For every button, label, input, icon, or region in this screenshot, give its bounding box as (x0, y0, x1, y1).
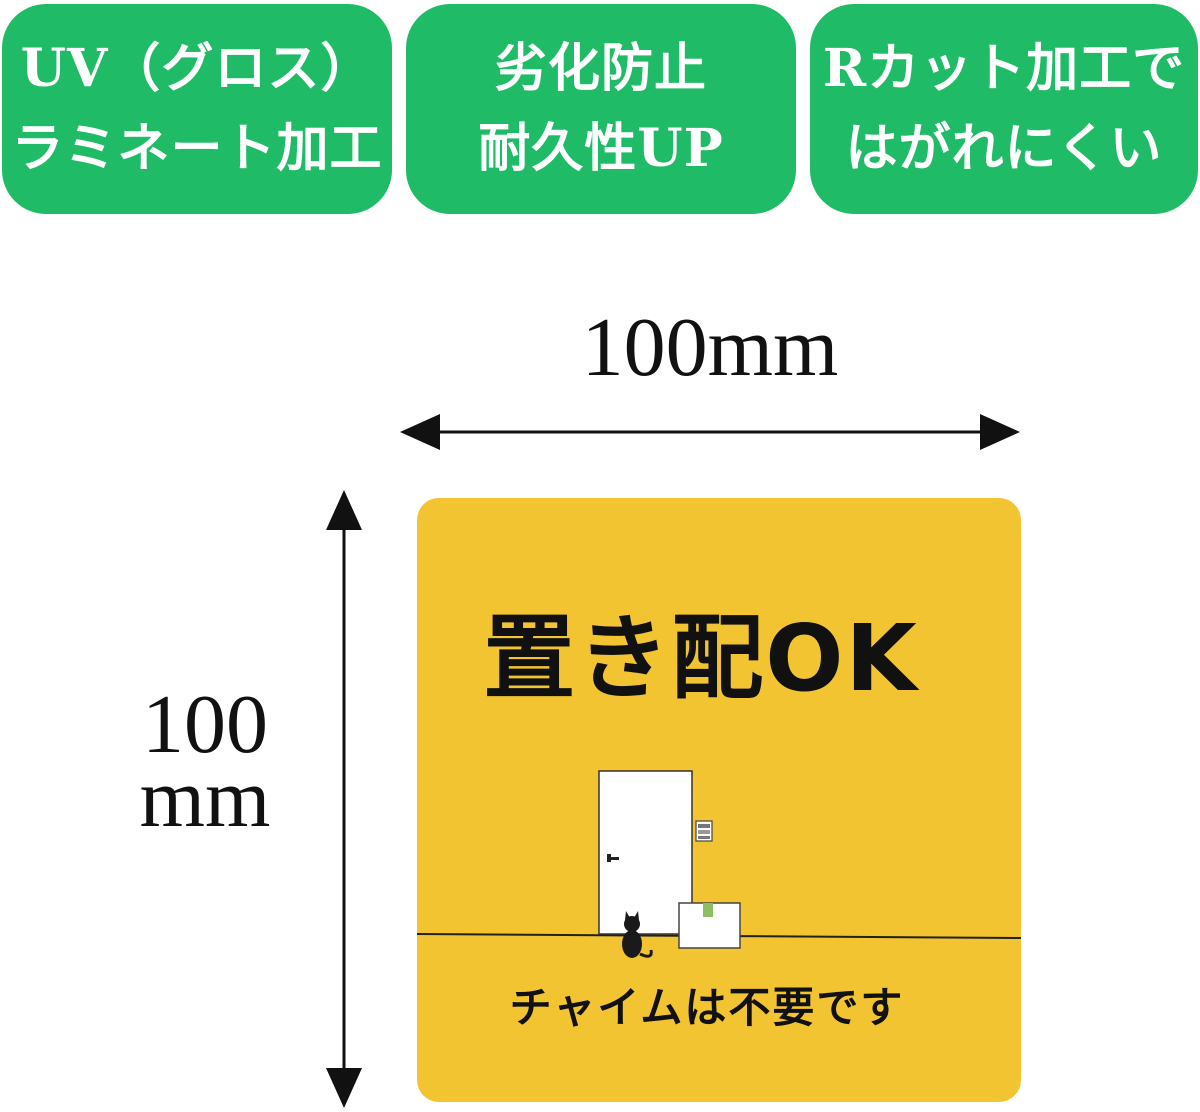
cat-icon (622, 911, 653, 958)
height-dimension-number: 100 (142, 678, 268, 771)
sticker-illustration (417, 770, 1021, 958)
height-dimension-unit: mm (139, 752, 271, 845)
package-box-icon (678, 902, 741, 949)
feature-badge-round-cut: Rカット加工で はがれにくい (810, 4, 1198, 214)
badge-line-1: 劣化防止 (494, 38, 707, 99)
sticker-caption: チャイムは不要です (509, 983, 905, 1032)
feature-badge-durability: 劣化防止 耐久性UP (406, 4, 796, 214)
badge-line-1: UV（グロス） (20, 38, 374, 99)
height-arrow-icon (326, 490, 362, 1108)
feature-badge-uv-laminate: UV（グロス） ラミネート加工 (2, 4, 392, 214)
sticker-title: 置き配OK (483, 605, 919, 712)
door-icon (598, 770, 693, 935)
width-arrow-icon (400, 414, 1020, 450)
badge-line-2: 耐久性UP (478, 118, 724, 179)
width-dimension-label: 100mm (581, 301, 839, 394)
badge-line-2: はがれにくい (845, 118, 1163, 179)
badge-line-2: ラミネート加工 (11, 118, 383, 179)
height-dimension-label: 100 mm (120, 678, 290, 845)
badge-line-1: Rカット加工で (822, 38, 1186, 99)
intercom-icon (695, 820, 713, 842)
delivery-sticker: 置き配OK チャイムは不要です (417, 498, 1021, 1102)
